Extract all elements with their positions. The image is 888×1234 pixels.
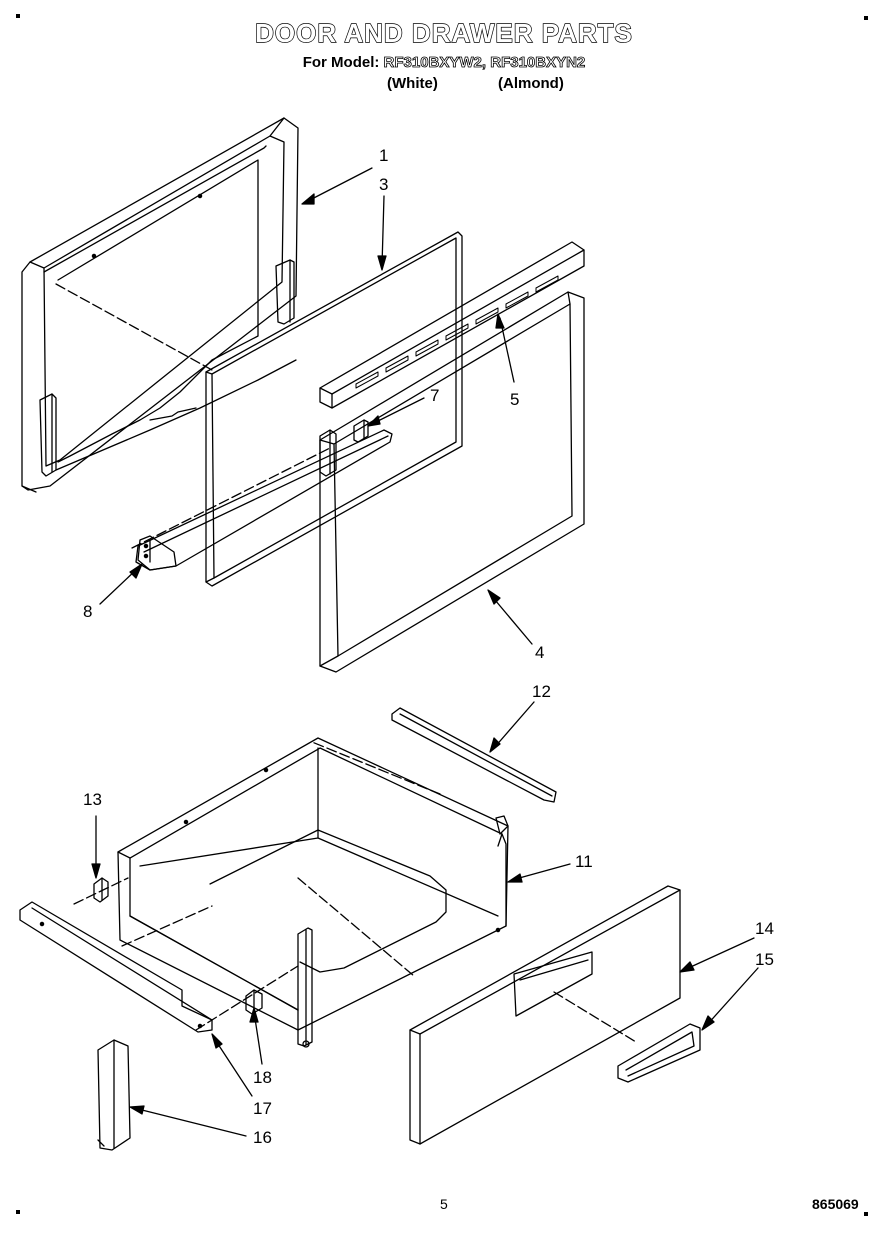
- leader-arrows: [91, 167, 759, 1137]
- callout-8: 8: [83, 602, 93, 621]
- registration-mark-top-right: [864, 16, 868, 20]
- assembly-line: [195, 965, 299, 1031]
- drawer-body: [117, 737, 509, 1048]
- callout-12: 12: [532, 682, 551, 701]
- drawing-code: 865069: [812, 1196, 859, 1212]
- assembly-line: [553, 991, 637, 1043]
- callout-13: 13: [83, 790, 102, 809]
- assembly-line: [73, 877, 129, 905]
- assembly-line: [55, 283, 213, 371]
- registration-mark-top-left: [16, 14, 20, 18]
- callout-18: 18: [253, 1068, 272, 1087]
- page-number: 5: [440, 1196, 448, 1212]
- door-outer-panel: [21, 117, 299, 493]
- registration-mark-bottom-left: [16, 1210, 20, 1214]
- color-white-label: (White): [387, 75, 438, 92]
- callout-4: 4: [535, 643, 545, 662]
- model-line: For Model: RF310BXYW2, RF310BXYN2: [0, 54, 888, 72]
- callout-1: 1: [379, 146, 389, 165]
- vent-trim: [319, 241, 585, 409]
- color-variants: (White) (Almond): [0, 75, 888, 95]
- door-window-frame: [205, 231, 463, 587]
- assembly-line: [297, 877, 415, 977]
- drawer-handle: [617, 1023, 701, 1083]
- callout-16: 16: [253, 1128, 272, 1147]
- drawer-front-bracket: [19, 901, 213, 1033]
- drawer-clip-left: [93, 877, 109, 903]
- callout-5: 5: [510, 390, 520, 409]
- handle-clip: [353, 419, 369, 443]
- color-almond-label: (Almond): [498, 75, 564, 92]
- drawer-end-cap: [97, 1039, 131, 1151]
- callout-11: 11: [575, 852, 593, 871]
- drawer-front-panel: [409, 885, 681, 1145]
- callout-15: 15: [755, 950, 774, 969]
- drawer-rail: [391, 707, 557, 803]
- door-handle: [135, 429, 393, 571]
- model-prefix: For Model:: [302, 54, 380, 71]
- callout-3: 3: [379, 175, 389, 194]
- door-inner-liner: [319, 291, 585, 673]
- page-title: DOOR AND DRAWER PARTS: [254, 17, 633, 48]
- model-numbers: RF310BXYW2, RF310BXYN2: [383, 54, 586, 72]
- callout-14: 14: [755, 919, 774, 938]
- assembly-line: [131, 447, 331, 549]
- callout-17: 17: [253, 1099, 272, 1118]
- registration-mark-bottom-right: [864, 1212, 868, 1216]
- assembly-line: [121, 905, 213, 947]
- callout-7: 7: [430, 386, 440, 405]
